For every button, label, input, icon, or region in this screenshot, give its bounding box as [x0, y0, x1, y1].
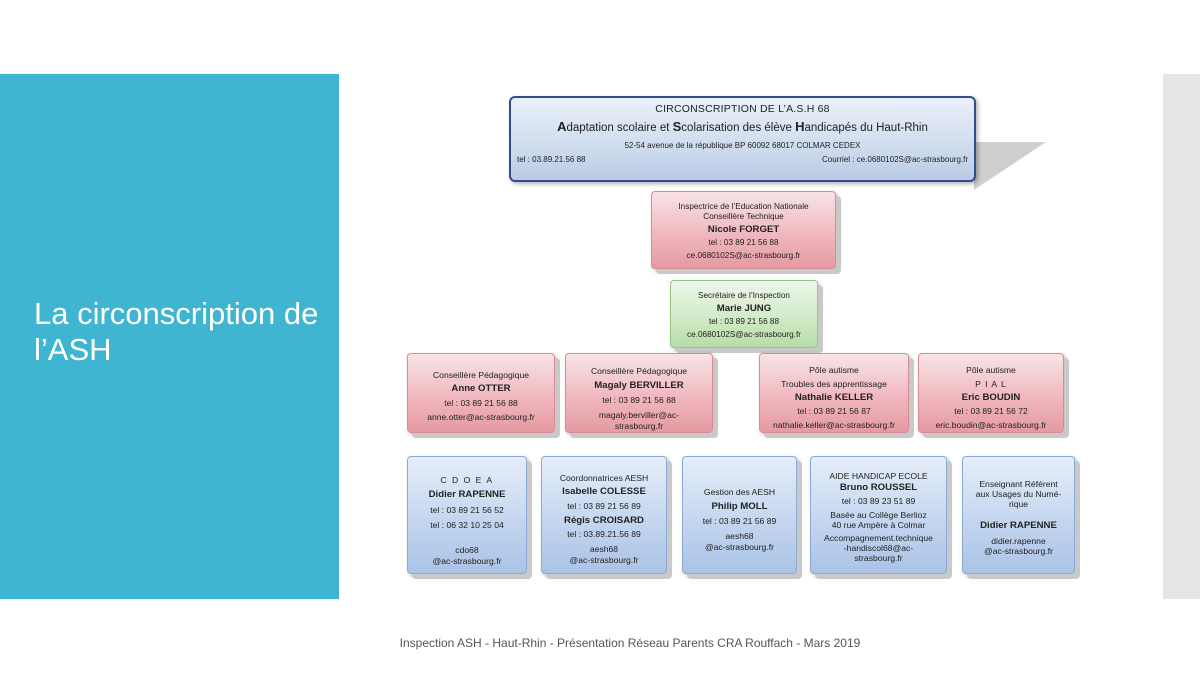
gestion-email: aesh68 — [725, 531, 754, 541]
ahe-email-domain: strasbourg.fr — [854, 553, 903, 563]
coordonnatrices-aesh-box: Coordonnatrices AESH Isabelle COLESSE te… — [541, 456, 667, 574]
cdoea-box: C D O E A Didier RAPENNE tel : 03 89 21 … — [407, 456, 527, 574]
moll-name: Philip MOLL — [711, 501, 768, 512]
gestion-aesh-box: Gestion des AESH Philip MOLL tel : 03 89… — [682, 456, 797, 574]
keller-name: Nathalie KELLER — [794, 392, 874, 403]
header-shadow — [974, 142, 1046, 190]
referent-role-3: rique — [1008, 499, 1029, 509]
keller-role-2: Troubles des apprentissage — [781, 379, 887, 389]
pole-autisme-keller-box: Pôle autisme Troubles des apprentissage … — [759, 353, 909, 433]
ahe-address-1: Basée au Collège Berlioz — [830, 510, 927, 520]
slide-title: La circonscription de l’ASH — [34, 296, 319, 367]
inspectrice-name: Nicole FORGET — [707, 224, 780, 235]
otter-tel: tel : 03 89 21 56 88 — [444, 398, 518, 408]
cdoea-tel-2: tel : 06 32 10 25 04 — [430, 520, 504, 530]
otter-role: Conseillère Pédagogique — [432, 370, 530, 380]
header-subtitle: Adaptation scolaire et Scolarisation des… — [557, 119, 928, 134]
cdoea-email: cdo68 — [455, 545, 479, 555]
coordonnatrices-email-domain: @ac-strasbourg.fr — [569, 555, 639, 565]
boudin-email: eric.boudin@ac-strasbourg.fr — [935, 420, 1047, 430]
referent-role-2: aux Usages du Numé- — [975, 489, 1062, 499]
cdoea-email-domain: @ac-strasbourg.fr — [432, 556, 502, 566]
ahe-email-2: -handiscol68@ac- — [843, 543, 914, 553]
inspectrice-tel: tel : 03 89 21 56 88 — [708, 238, 779, 247]
aide-handicap-ecole-box: AIDE HANDICAP ECOLE Bruno ROUSSEL tel : … — [810, 456, 947, 574]
secretaire-name: Marie JUNG — [716, 302, 772, 314]
header-tel: tel : 03.89.21.56 88 — [517, 155, 586, 164]
roussel-name: Bruno ROUSSEL — [839, 482, 918, 493]
secretaire-tel: tel : 03 89 21 56 88 — [708, 317, 780, 326]
otter-name: Anne OTTER — [451, 383, 511, 394]
inspectrice-role: Inspectrice de l’Education Nationale — [678, 202, 809, 211]
secretaire-box: Secrétaire de l’Inspection Marie JUNG te… — [670, 280, 818, 348]
ahe-address-2: 40 rue Ampère à Colmar — [831, 520, 926, 530]
conseillere-otter-box: Conseillère Pédagogique Anne OTTER tel :… — [407, 353, 555, 433]
boudin-name: Eric BOUDIN — [961, 392, 1021, 403]
secretaire-email: ce.0680102S@ac-strasbourg.fr — [687, 329, 801, 339]
boudin-role: Pôle autisme — [966, 365, 1016, 375]
berviller-email-domain: strasbourg.fr — [614, 421, 664, 431]
berviller-tel: tel : 03 89 21 56 88 — [602, 395, 676, 405]
conseillere-berviller-box: Conseillère Pédagogique Magaly BERVILLER… — [565, 353, 713, 433]
gestion-role: Gestion des AESH — [703, 487, 776, 497]
circonscription-header: CIRCONSCRIPTION DE L’A.S.H 68 Adaptation… — [509, 96, 976, 182]
inspectrice-box: Inspectrice de l’Education Nationale Con… — [651, 191, 836, 269]
berviller-name: Magaly BERVILLER — [594, 380, 684, 391]
boudin-role-2: P I A L — [975, 379, 1007, 389]
croisard-tel: tel : 03.89.21.56 89 — [567, 529, 641, 539]
keller-role: Pôle autisme — [809, 365, 859, 375]
colesse-name: Isabelle COLESSE — [562, 486, 646, 497]
roussel-tel: tel : 03 89 23 51 89 — [841, 496, 916, 506]
pole-autisme-boudin-box: Pôle autisme P I A L Eric BOUDIN tel : 0… — [918, 353, 1064, 433]
boudin-tel: tel : 03 89 21 56 72 — [954, 406, 1028, 416]
secretaire-role: Secrétaire de l’Inspection — [698, 291, 790, 300]
header-email: Courriel : ce.0680102S@ac-strasbourg.fr — [822, 155, 968, 164]
croisard-name: Régis CROISARD — [564, 515, 644, 526]
berviller-role: Conseillère Pédagogique — [590, 366, 688, 376]
cdoea-tel-1: tel : 03 89 21 56 52 — [430, 505, 504, 515]
referent-email-domain: @ac-strasbourg.fr — [984, 546, 1053, 556]
gestion-email-domain: @ac-strasbourg.fr — [705, 542, 774, 552]
berviller-email: magaly.berviller@ac- — [598, 410, 680, 420]
inspectrice-email: ce.0680102S@ac-strasbourg.fr — [686, 251, 801, 260]
ahe-email: Accompagnement.technique — [824, 533, 933, 543]
slide-footer: Inspection ASH - Haut-Rhin - Présentatio… — [399, 636, 861, 650]
cdoea-role: C D O E A — [440, 475, 494, 485]
coordonnatrices-role: Coordonnatrices AESH — [559, 473, 649, 483]
cdoea-name: Didier RAPENNE — [428, 489, 506, 500]
otter-email: anne.otter@ac-strasbourg.fr — [427, 412, 535, 422]
keller-tel: tel : 03 89 21 56 87 — [797, 406, 871, 416]
inspectrice-role-2: Conseillère Technique — [703, 212, 784, 221]
title-panel — [0, 74, 339, 599]
referent-name: Didier RAPENNE — [980, 520, 1057, 531]
keller-email: nathalie.keller@ac-strasbourg.fr — [773, 420, 895, 430]
side-strip — [1163, 74, 1200, 599]
referent-role-1: Enseignant Référent — [979, 479, 1058, 489]
referent-email: didier.rapenne — [991, 536, 1046, 546]
enseignant-referent-numerique-box: Enseignant Référent aux Usages du Numé- … — [962, 456, 1075, 574]
ahe-role: AIDE HANDICAP ECOLE — [829, 471, 928, 481]
colesse-tel: tel : 03 89 21 56 89 — [567, 501, 641, 511]
header-address: 52-54 avenue de la république BP 60092 6… — [624, 141, 861, 150]
header-title: CIRCONSCRIPTION DE L’A.S.H 68 — [655, 103, 830, 115]
coordonnatrices-email: aesh68 — [589, 544, 619, 554]
moll-tel: tel : 03 89 21 56 89 — [702, 516, 777, 526]
